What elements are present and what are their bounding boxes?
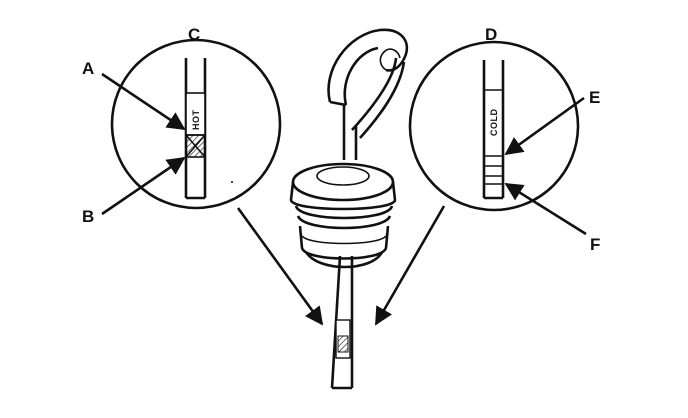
dipstick-lower-blade <box>330 255 354 390</box>
label-b: B <box>82 207 94 226</box>
right-detail-arrow <box>374 205 446 326</box>
cold-mark-text: COLD <box>489 109 499 137</box>
label-a: A <box>82 59 94 78</box>
leader-a <box>101 72 186 131</box>
dipstick-handle <box>327 28 409 160</box>
leader-e <box>504 96 585 156</box>
leader-f <box>504 182 587 236</box>
cold-dipstick-blade: COLD <box>482 60 505 200</box>
label-f: F <box>590 235 600 254</box>
dipstick-plug <box>289 162 397 269</box>
left-detail-arrow <box>236 207 324 326</box>
label-d: D <box>485 25 497 44</box>
hot-mark-text: HOT <box>191 110 201 131</box>
label-e: E <box>589 88 600 107</box>
hot-detail-circle: HOT <box>110 38 282 210</box>
speck <box>231 181 233 183</box>
leader-b <box>101 156 186 216</box>
label-c: C <box>188 25 200 44</box>
dipstick-assembly <box>289 28 409 390</box>
hot-dipstick-blade: HOT <box>184 58 207 200</box>
cold-detail-circle: COLD <box>408 40 580 212</box>
